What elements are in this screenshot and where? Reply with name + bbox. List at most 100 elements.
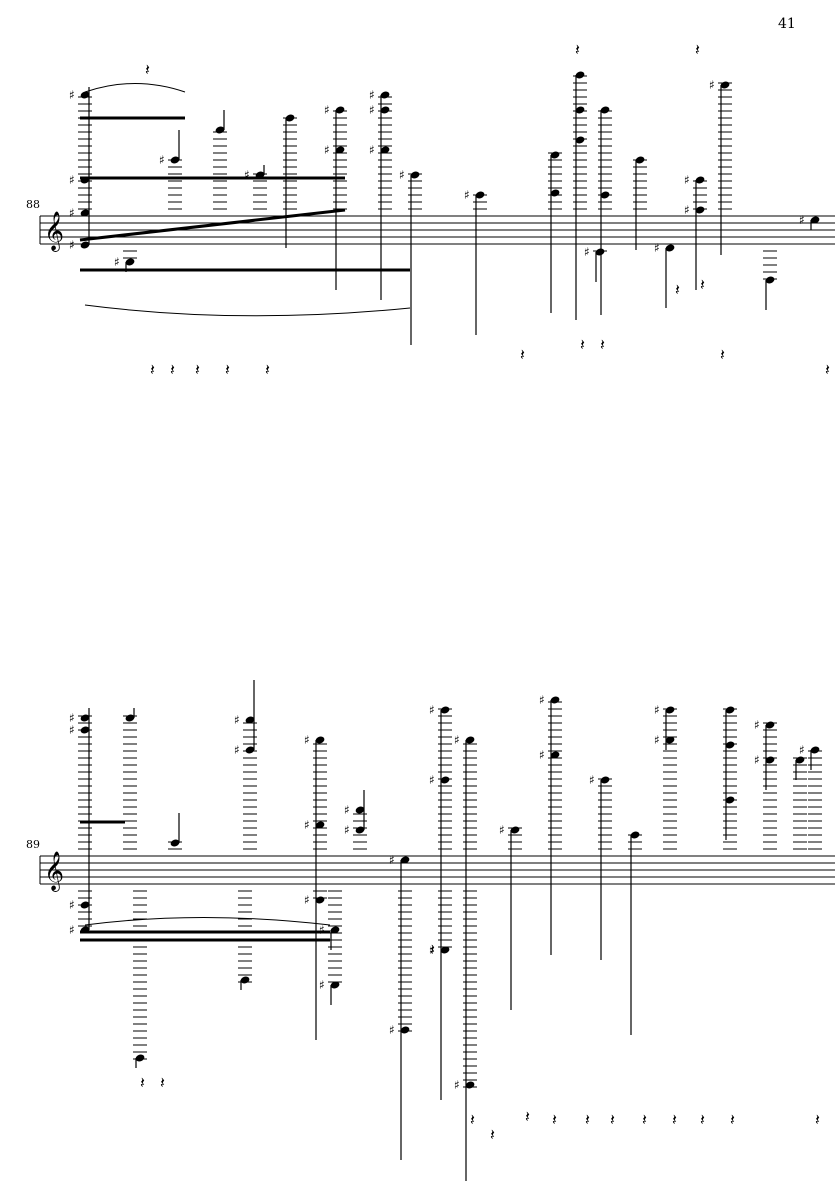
notehead — [465, 736, 475, 744]
sharp-icon: ♯ — [234, 743, 240, 757]
notehead — [335, 146, 345, 154]
sharp-icon: ♯ — [69, 206, 75, 220]
rest-icon: 𝄽 — [672, 1110, 677, 1129]
sharp-icon: ♯ — [324, 103, 330, 117]
sharp-icon: ♯ — [324, 143, 330, 157]
sharp-icon: ♯ — [344, 803, 350, 817]
sharp-icon: ♯ — [464, 188, 470, 202]
notehead — [575, 136, 585, 144]
rest-icon: 𝄽 — [525, 1107, 530, 1126]
notehead — [335, 106, 345, 114]
sharp-icon: ♯ — [244, 168, 250, 182]
sharp-icon: ♯ — [344, 823, 350, 837]
sharp-icon: ♯ — [654, 703, 660, 717]
sharp-icon: ♯ — [234, 713, 240, 727]
sharp-icon: ♯ — [454, 733, 460, 747]
notehead — [380, 146, 390, 154]
notehead — [665, 736, 675, 744]
notehead — [695, 176, 705, 184]
notehead — [330, 981, 340, 989]
notehead — [80, 714, 90, 722]
notehead — [465, 1081, 475, 1089]
rest-icon: 𝄽 — [265, 360, 270, 379]
notehead — [630, 831, 640, 839]
page-number: 41 — [778, 16, 796, 32]
rest-icon: 𝄽 — [195, 360, 200, 379]
notehead — [355, 806, 365, 814]
notehead — [440, 946, 450, 954]
sharp-icon: ♯ — [304, 818, 310, 832]
beam — [79, 208, 346, 242]
notehead — [80, 209, 90, 217]
notehead — [315, 736, 325, 744]
notehead — [725, 741, 735, 749]
sharp-icon: ♯ — [539, 693, 545, 707]
sharp-icon: ♯ — [389, 853, 395, 867]
notehead — [410, 171, 420, 179]
sharp-icon: ♯ — [69, 238, 75, 252]
rest-icon: 𝄽 — [520, 345, 525, 364]
sharp-icon: ♯ — [369, 103, 375, 117]
sharp-icon: ♯ — [114, 255, 120, 269]
sharp-icon: ♯ — [654, 241, 660, 255]
rest-icon: 𝄽 — [490, 1125, 495, 1144]
sharp-icon: ♯ — [654, 733, 660, 747]
sharp-icon: ♯ — [684, 173, 690, 187]
notehead — [810, 746, 820, 754]
rest-icon: 𝄽 — [140, 1073, 145, 1092]
sharp-icon: ♯ — [389, 1023, 395, 1037]
notehead — [355, 826, 365, 834]
notehead — [665, 244, 675, 252]
sharp-icon: ♯ — [799, 743, 805, 757]
sharp-icon: ♯ — [304, 893, 310, 907]
notehead — [80, 726, 90, 734]
notehead — [330, 926, 340, 934]
notehead — [215, 126, 225, 134]
tie — [84, 83, 186, 93]
sharp-icon: ♯ — [799, 213, 805, 227]
sharp-icon: ♯ — [429, 943, 435, 957]
notehead — [635, 156, 645, 164]
notehead — [810, 216, 820, 224]
sharp-icon: ♯ — [539, 748, 545, 762]
notehead — [80, 241, 90, 249]
treble-clef-icon: 𝄞 — [44, 211, 64, 252]
rest-icon: 𝄽 — [552, 1110, 557, 1129]
sharp-icon: ♯ — [69, 711, 75, 725]
notehead — [695, 206, 705, 214]
rest-icon: 𝄽 — [575, 40, 580, 59]
sharp-icon: ♯ — [589, 773, 595, 787]
sharp-icon: ♯ — [69, 173, 75, 187]
rest-icon: 𝄽 — [825, 360, 830, 379]
notehead — [725, 706, 735, 714]
sharp-icon: ♯ — [69, 88, 75, 102]
sharp-icon: ♯ — [319, 978, 325, 992]
notehead — [510, 826, 520, 834]
sharp-icon: ♯ — [369, 143, 375, 157]
notehead — [125, 714, 135, 722]
sharp-icon: ♯ — [69, 898, 75, 912]
notehead — [315, 821, 325, 829]
measure-number: 89 — [26, 838, 40, 851]
sharp-icon: ♯ — [399, 168, 405, 182]
rest-icon: 𝄽 — [815, 1110, 820, 1129]
notehead — [440, 776, 450, 784]
rest-icon: 𝄽 — [145, 60, 150, 79]
notehead — [595, 248, 605, 256]
notehead — [400, 856, 410, 864]
notehead — [400, 1026, 410, 1034]
notehead — [285, 114, 295, 122]
sharp-icon: ♯ — [369, 88, 375, 102]
rest-icon: 𝄽 — [642, 1110, 647, 1129]
notehead — [475, 191, 485, 199]
notehead — [765, 276, 775, 284]
notehead — [245, 746, 255, 754]
rest-icon: 𝄽 — [580, 335, 585, 354]
rest-icon: 𝄽 — [160, 1073, 165, 1092]
notehead — [245, 716, 255, 724]
rest-icon: 𝄽 — [430, 940, 435, 959]
notehead — [575, 71, 585, 79]
notehead — [170, 839, 180, 847]
notehead — [765, 756, 775, 764]
